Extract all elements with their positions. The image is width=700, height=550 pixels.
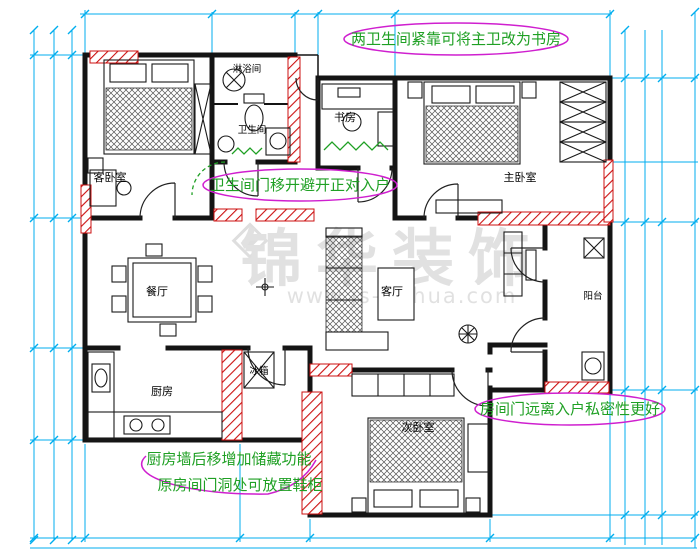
desk <box>321 83 395 110</box>
room-label-study: 书房 <box>334 111 356 124</box>
radiator-icon <box>323 141 389 151</box>
modified-wall <box>80 184 92 234</box>
room-label-living: 客厅 <box>381 284 403 298</box>
highlight-ellipse-right <box>474 392 666 426</box>
room-label-shower: 淋浴间 <box>233 63 262 75</box>
wardrobe <box>559 81 607 163</box>
watermark-logo <box>231 222 269 260</box>
furniture-second-bedroom <box>351 373 489 515</box>
washer-icon <box>265 127 291 156</box>
annotation-middle: 卫生间门移开避开正对入户 <box>210 176 390 194</box>
tv <box>525 249 537 281</box>
furniture-study <box>321 83 396 151</box>
modified-wall <box>301 391 323 515</box>
furniture-dining <box>111 243 213 337</box>
highlight-ellipse-top <box>343 22 569 56</box>
wardrobe <box>351 373 455 397</box>
furniture-guest-bedroom <box>87 59 212 207</box>
annotation-bottom-line1: 厨房墙后移增加储藏功能 <box>146 450 311 468</box>
room-label-master-bedroom: 主卧室 <box>504 170 537 184</box>
furniture-living <box>256 227 537 351</box>
annotation-top: 两卫生间紧靠可将主卫改为书房 <box>351 30 561 48</box>
coffee-table <box>377 267 415 321</box>
door-arc-guest-bedroom <box>139 182 176 219</box>
bookshelf <box>377 111 396 147</box>
room-label-kitchen: 厨房 <box>151 385 173 398</box>
room-label-second-bedroom: 次卧室 <box>402 420 435 434</box>
modified-wall <box>89 50 139 64</box>
modified-wall <box>544 381 610 394</box>
door-arc-second-bedroom <box>451 369 489 407</box>
modified-walls <box>80 50 614 515</box>
furniture-bathroom <box>217 68 291 156</box>
highlight-leader-bottom <box>140 455 317 495</box>
watermark-logo-inner <box>242 232 258 249</box>
counter <box>87 351 115 441</box>
dimension-lines <box>29 7 700 549</box>
modified-wall <box>213 208 243 222</box>
room-label-dining: 餐厅 <box>146 284 168 298</box>
door-arc-balcony-upper <box>510 247 546 283</box>
washing-machine <box>581 351 605 381</box>
annotation-right: 房间门远离入户私密性更好 <box>480 400 660 418</box>
annotations: 两卫生间紧靠可将主卫改为书房 卫生间门移开避开正对入户 房间门远离入户私密性更好… <box>140 22 666 495</box>
sofa <box>325 235 363 333</box>
dining-table <box>127 257 197 323</box>
highlight-ellipse-middle <box>202 168 398 202</box>
chair <box>342 112 362 132</box>
doors <box>139 77 546 407</box>
modified-wall <box>221 349 243 441</box>
door-arc-balcony-lower <box>510 317 546 353</box>
sink-icon <box>217 135 235 153</box>
door-arc-study <box>357 167 393 203</box>
door-arc-kitchen <box>247 347 286 386</box>
modified-wall <box>477 211 611 226</box>
toilet-icon <box>243 93 265 104</box>
cabinet <box>503 231 523 297</box>
modified-wall <box>255 208 315 222</box>
furniture-balcony <box>581 237 605 381</box>
door-arc-entry <box>295 77 319 101</box>
door-arc-bathroom <box>223 161 259 197</box>
room-label-fridge: 冰箱 <box>249 365 268 377</box>
room-label-guest-bedroom: 客卧室 <box>94 170 127 184</box>
annotation-bottom-line2: 原房间门洞处可放置鞋柜 <box>157 476 322 494</box>
tv-cabinet <box>435 199 503 214</box>
modified-wall <box>309 363 353 377</box>
room-labels: 客卧室 淋浴间 卫生间 书房 主卧室 餐厅 客厅 阳台 厨房 冰箱 次卧室 <box>94 63 603 434</box>
furniture-master-bedroom <box>407 81 607 214</box>
shower-icon <box>222 68 246 92</box>
room-label-bathroom: 卫生间 <box>238 124 267 136</box>
center-mark <box>256 278 274 296</box>
sink <box>91 363 111 393</box>
furniture-kitchen <box>87 351 275 441</box>
room-label-balcony: 阳台 <box>583 290 602 302</box>
modified-wall <box>603 159 614 223</box>
door-arc-master-bedroom <box>423 183 459 219</box>
fridge <box>243 351 275 389</box>
desk <box>467 423 489 473</box>
stove <box>123 415 171 435</box>
